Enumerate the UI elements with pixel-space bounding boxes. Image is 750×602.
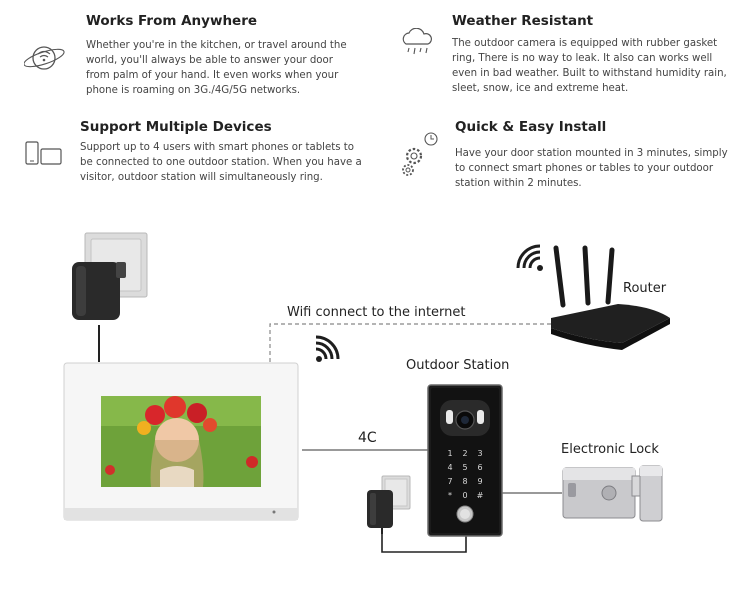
station-power-cable	[381, 530, 467, 553]
power-adapter-station	[367, 475, 411, 534]
keypad-key: 3	[477, 449, 482, 458]
cable-4c-label: 4C	[358, 430, 377, 446]
feature-body: Whether you're in the kitchen, or travel…	[86, 40, 347, 96]
keypad-key: 7	[447, 477, 452, 486]
keypad-key: 2	[462, 449, 467, 458]
router	[551, 245, 670, 350]
outdoor-station-label: Outdoor Station	[406, 358, 510, 373]
keypad-key: 5	[462, 463, 467, 472]
feature-title: Support Multiple Devices	[80, 119, 272, 135]
feature-title: Quick & Easy Install	[455, 119, 607, 135]
feature-title: Works From Anywhere	[86, 13, 258, 29]
wifi-signal-icon	[315, 335, 340, 362]
keypad-key: 1	[447, 449, 452, 458]
keypad-key: 8	[462, 477, 467, 486]
router-wifi-signal-icon	[516, 244, 543, 271]
keypad-key: *	[448, 491, 452, 500]
wifi-dashed-line	[269, 323, 560, 362]
globe-wifi-icon	[24, 46, 65, 70]
keypad-key: 4	[447, 463, 452, 472]
feature-body: Support up to 4 users with smart phones …	[80, 142, 362, 183]
keypad-key: 9	[477, 477, 482, 486]
keypad-key: 6	[477, 463, 482, 472]
cloud-rain-icon	[402, 28, 432, 55]
feature-title: Weather Resistant	[452, 13, 594, 29]
router-label: Router	[623, 281, 667, 296]
keypad: 1 2 3 4 5 6 7 8 9 * 0 #	[447, 449, 483, 500]
indoor-monitor	[63, 362, 299, 521]
devices-icon	[25, 141, 62, 165]
wifi-connection-label: Wifi connect to the internet	[287, 305, 466, 320]
electronic-lock	[562, 465, 663, 522]
feature-body: Have your door station mounted in 3 minu…	[455, 148, 728, 189]
gears-clock-icon	[402, 132, 438, 176]
feature-body: The outdoor camera is equipped with rubb…	[452, 38, 727, 94]
electronic-lock-label: Electronic Lock	[561, 442, 659, 457]
keypad-key: 0	[462, 491, 467, 500]
outdoor-station	[427, 384, 503, 537]
power-adapter-monitor	[72, 232, 148, 320]
keypad-key: #	[477, 491, 484, 500]
